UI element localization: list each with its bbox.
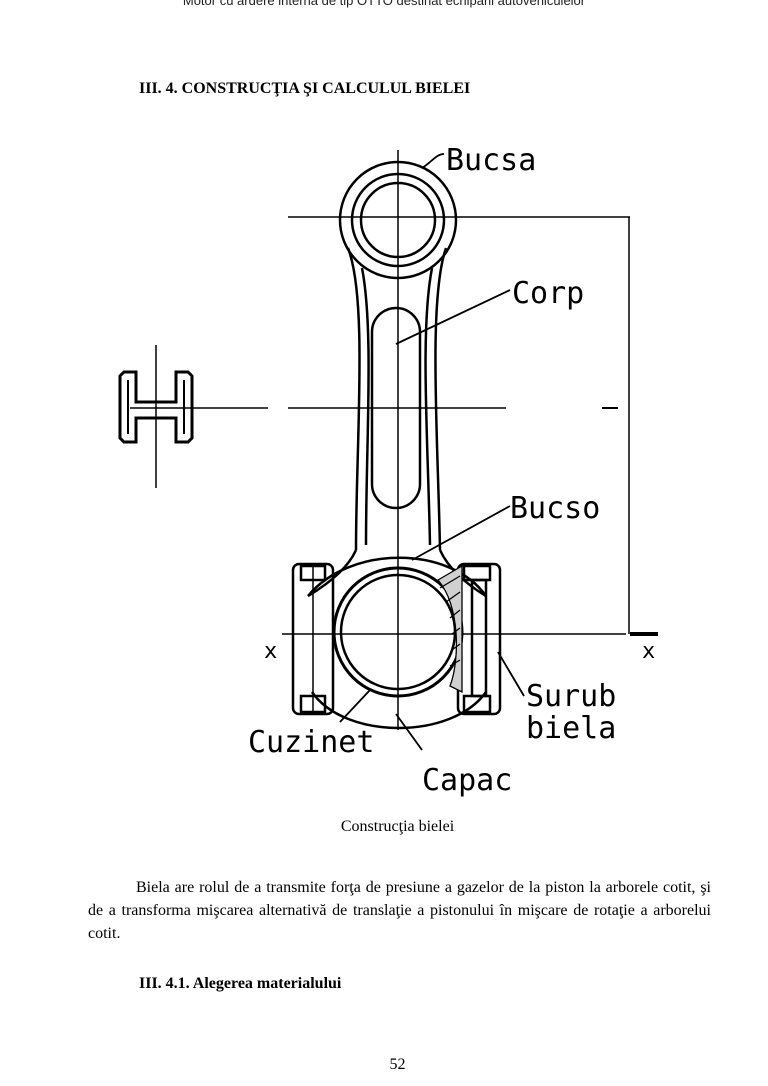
rod-body-right-inner xyxy=(424,267,434,546)
body-paragraph: Biela are rolul de a transmite forţa de … xyxy=(88,879,711,942)
leader-capac xyxy=(395,713,423,751)
leader-cuzinet xyxy=(339,689,371,723)
rod-web-slot xyxy=(370,306,422,510)
running-header: Motor cu ardere interna de tip OTTO dest… xyxy=(182,0,586,8)
label-bucsa-top: Bucsa xyxy=(446,143,536,178)
leader-bucsa xyxy=(421,153,445,169)
leader-bucso xyxy=(411,505,511,561)
rod-body-left-edge xyxy=(346,247,361,551)
connecting-rod-drawing: Bucsa Corp Bucso Surub biela Cuzinet Cap… xyxy=(118,143,658,798)
small-end-outer xyxy=(338,160,458,280)
connecting-rod-figure: Bucsa Corp Bucso Surub biela Cuzinet Cap… xyxy=(100,140,700,810)
figure-caption: Construcţia bielei xyxy=(340,818,455,835)
small-end-bushing-inner xyxy=(359,181,437,259)
label-capac: Capac xyxy=(422,763,512,798)
small-end-bushing-outer xyxy=(350,172,446,268)
leader-corp xyxy=(395,289,511,345)
big-end-cap xyxy=(310,691,488,730)
left-bolt-housing xyxy=(291,562,335,716)
label-axis-left: x xyxy=(264,639,277,664)
h-section-profile xyxy=(118,370,194,444)
rod-body-left-inner xyxy=(360,267,370,546)
section-hatch-outline xyxy=(436,564,463,694)
label-corp: Corp xyxy=(512,276,584,311)
leader-surub xyxy=(497,651,525,697)
label-cuzinet: Cuzinet xyxy=(248,725,374,760)
rod-body-right-edge xyxy=(434,247,448,551)
label-surub: Surub xyxy=(526,679,616,714)
section-title: III. 4. CONSTRUCŢIA ŞI CALCULUL BIELEI xyxy=(139,80,471,97)
label-axis-right: x xyxy=(642,639,655,664)
bolt-shank xyxy=(470,578,488,698)
subsection-title: III. 4.1. Alegerea materialului xyxy=(139,975,342,992)
label-bucso: Bucso xyxy=(510,491,600,526)
label-biela: biela xyxy=(526,711,616,746)
page-number: 52 xyxy=(389,1056,406,1073)
